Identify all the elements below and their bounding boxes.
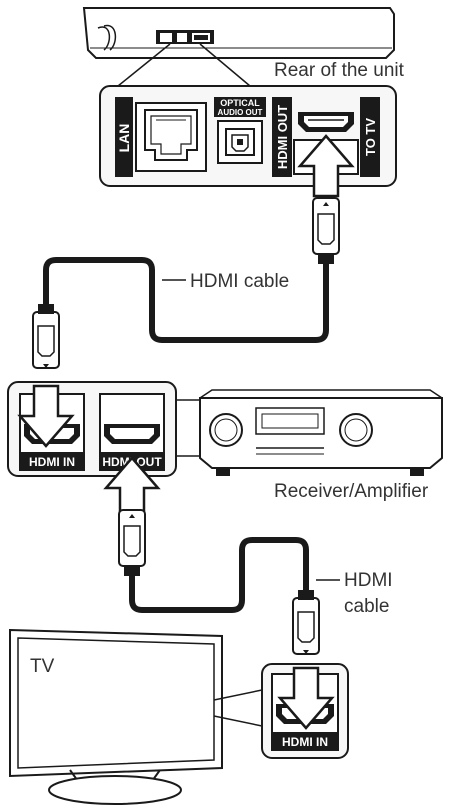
arrow-up-icon: [297, 134, 355, 198]
lan-label: LAN: [116, 124, 132, 153]
rear-of-unit-caption: Rear of the unit: [274, 60, 405, 81]
hdmi-plug-icon: [312, 197, 340, 264]
to-tv-label: TO TV: [363, 118, 378, 156]
tv-label: TV: [30, 656, 55, 677]
player-unit: [82, 7, 395, 59]
rear-panel: LAN OPTICAL AUDIO OUT HDMI OUT TO TV: [99, 85, 397, 187]
hdmi-cable-2-caption-line1: HDMI: [344, 570, 393, 591]
optical-port-icon: [217, 120, 263, 164]
receiver-hdmi-in-label: HDMI IN: [29, 455, 75, 469]
hdmi-cable-2-caption-line2: cable: [344, 596, 389, 617]
receiver-unit: [199, 389, 443, 476]
hdmi-plug-icon: [118, 509, 146, 576]
hdmi-cable-1: [43, 257, 329, 343]
hdmi-plug-icon: [292, 590, 320, 655]
hdmi-cable-1-caption: HDMI cable: [190, 271, 289, 292]
hdmi-plug-icon: [32, 304, 60, 369]
hdmi-cable-2: [129, 537, 309, 613]
receiver-panel: HDMI IN HDMI OUT: [7, 381, 210, 520]
lan-port-icon: [135, 102, 207, 172]
optical-label-line2: AUDIO OUT: [218, 108, 263, 117]
receiver-amplifier-caption: Receiver/Amplifier: [274, 481, 429, 502]
hdmi-out-label: HDMI OUT: [275, 105, 290, 169]
arrow-down-icon: [277, 666, 335, 730]
tv-hdmi-in-label: HDMI IN: [282, 735, 328, 749]
tv-unit: TV: [9, 628, 223, 805]
arrow-down-icon: [17, 384, 75, 448]
optical-label-line1: OPTICAL: [220, 98, 260, 108]
